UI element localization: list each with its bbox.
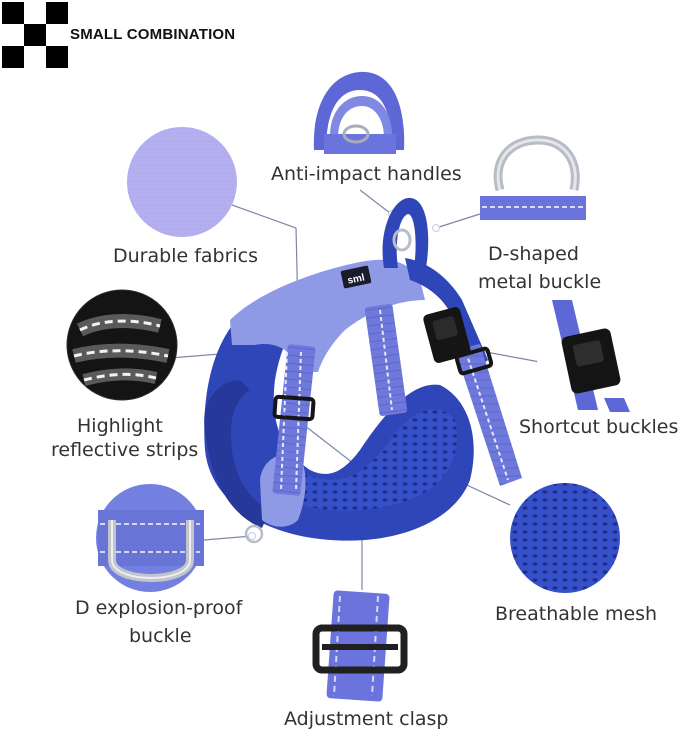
adjust-slider-icon: [272, 346, 494, 422]
label-anti-impact-handles: Anti-impact handles: [271, 163, 462, 185]
detail-reflective-image: [66, 289, 178, 401]
harness-tag-text: sml: [347, 272, 366, 286]
detail-shortcut-buckle-image: [537, 300, 643, 412]
harness-buckle-icon: [423, 307, 471, 363]
detail-d-explosion-buckle-image: [96, 484, 204, 592]
detail-handles-image: [313, 71, 405, 154]
label-reflective-line1: Highlight: [77, 415, 163, 437]
brand-name: SMALL COMBINATION: [70, 26, 236, 43]
label-shortcut-buckles: Shortcut buckles: [519, 416, 679, 438]
label-d-explosion-line1: D explosion-proof: [75, 597, 243, 619]
brand-logo-icon: [2, 2, 68, 68]
label-adjustment-clasp: Adjustment clasp: [284, 708, 449, 730]
label-d-explosion-line2: buckle: [129, 625, 192, 647]
harness-body: sml: [204, 197, 522, 544]
label-breathable-mesh: Breathable mesh: [495, 603, 658, 625]
label-d-shaped-line1: D-shaped: [488, 243, 579, 265]
detail-adjustment-clasp-image: [312, 590, 408, 702]
label-durable-fabrics: Durable fabrics: [113, 245, 259, 267]
detail-d-shaped-buckle-image: [480, 135, 586, 220]
label-d-shaped-line2: metal buckle: [478, 271, 602, 293]
label-reflective-line2: reflective strips: [51, 439, 199, 461]
detail-fabrics-image: [127, 127, 237, 237]
detail-mesh-image: [510, 483, 620, 593]
